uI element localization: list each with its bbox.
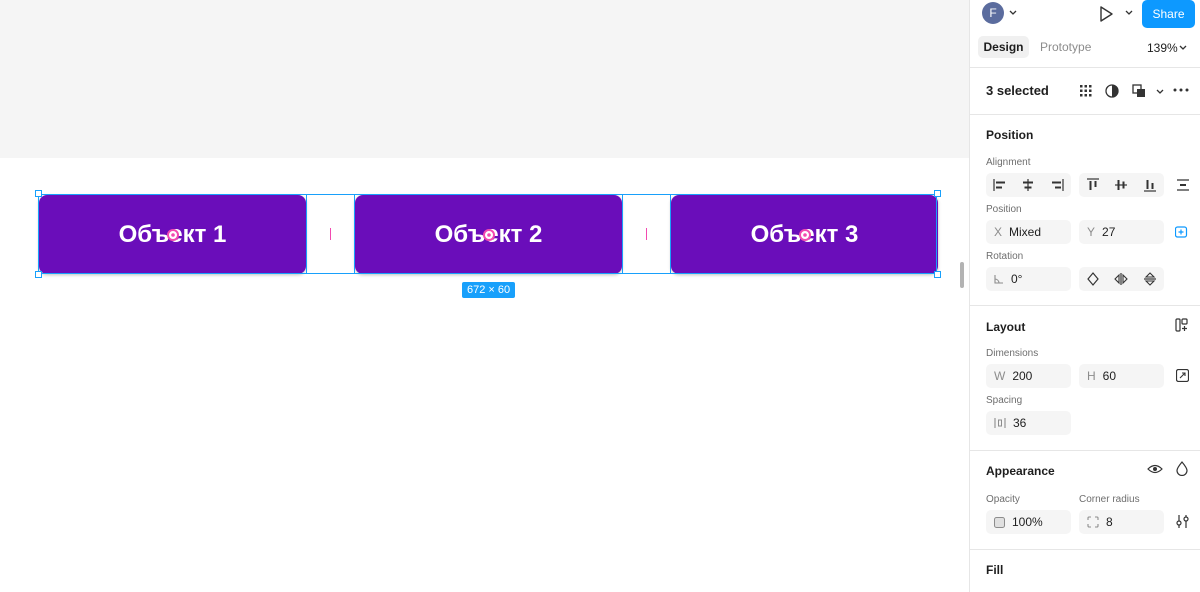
gap-guide [354, 194, 355, 274]
properties-panel: F Share Design Prototype 139% 3 selected… [969, 0, 1200, 592]
more-options-icon[interactable] [1173, 88, 1189, 92]
canvas[interactable]: Объект 1 Объект 2 Объект 3 672 × 60 [0, 0, 969, 592]
tab-prototype[interactable]: Prototype [1040, 40, 1092, 54]
align-vertical-center-icon[interactable] [1115, 178, 1128, 192]
spacing-value: 36 [1013, 416, 1027, 430]
h-prefix: H [1087, 369, 1096, 383]
selection-box[interactable] [38, 194, 937, 274]
eye-icon[interactable] [1147, 463, 1163, 475]
independent-corners-icon[interactable] [1176, 515, 1189, 528]
align-horizontal-center-icon[interactable] [1021, 179, 1035, 191]
resize-to-fit-icon[interactable] [1176, 369, 1189, 382]
avatar[interactable]: F [982, 2, 1004, 24]
fill-section-title: Fill [986, 563, 1004, 577]
auto-layout-icon[interactable] [1175, 318, 1189, 332]
cursor-marker-icon [799, 229, 811, 241]
horizontal-alignment-group [986, 173, 1071, 197]
gap-guide [306, 194, 307, 274]
corner-radius-icon [1087, 516, 1099, 528]
opacity-field[interactable]: 100% [986, 510, 1071, 534]
spacing-field[interactable]: 36 [986, 411, 1071, 435]
opacity-label: Opacity [986, 494, 1020, 505]
mask-icon[interactable] [1104, 83, 1120, 99]
component-grid-icon[interactable] [1079, 84, 1093, 98]
position-section-title: Position [986, 128, 1034, 142]
chevron-down-icon[interactable] [1156, 89, 1164, 95]
y-position-field[interactable]: Y 27 [1079, 220, 1164, 244]
divider [970, 67, 1200, 68]
spacing-handle[interactable] [646, 228, 647, 240]
spacing-label: Spacing [986, 395, 1023, 406]
angle-icon [994, 275, 1003, 284]
tab-design[interactable]: Design [978, 36, 1029, 58]
opacity-value: 100% [1012, 515, 1043, 529]
width-value: 200 [1012, 369, 1033, 383]
rotation-label: Rotation [986, 251, 1024, 262]
width-field[interactable]: W 200 [986, 364, 1071, 388]
layout-section-title: Layout [986, 320, 1026, 334]
flip-horizontal-icon[interactable] [1114, 273, 1129, 285]
cursor-marker-icon [483, 229, 495, 241]
appearance-section-title: Appearance [986, 464, 1055, 478]
align-left-icon[interactable] [993, 179, 1007, 191]
corner-radius-label: Corner radius [1079, 494, 1140, 505]
corner-radius-value: 8 [1106, 515, 1113, 529]
resize-handle-bottom-right[interactable] [934, 271, 941, 278]
align-bottom-icon[interactable] [1143, 178, 1156, 192]
constraints-icon[interactable] [1175, 225, 1189, 239]
gap-guide [670, 194, 671, 274]
alignment-label: Alignment [986, 157, 1031, 168]
x-value: Mixed [1009, 225, 1042, 239]
blend-mode-icon[interactable] [1176, 461, 1188, 476]
object-2[interactable]: Объект 2 [355, 195, 622, 274]
zoom-level[interactable]: 139% [1147, 41, 1178, 55]
height-field[interactable]: H 60 [1079, 364, 1164, 388]
flip-vertical-icon[interactable] [1144, 272, 1157, 286]
y-prefix: Y [1087, 225, 1096, 239]
chevron-down-icon[interactable] [1125, 10, 1133, 16]
chevron-down-icon[interactable] [1009, 10, 1017, 16]
canvas-background-top [0, 0, 969, 158]
share-button[interactable]: Share [1142, 0, 1195, 28]
dimensions-label: Dimensions [986, 348, 1039, 359]
play-icon[interactable] [1099, 6, 1113, 22]
w-prefix: W [994, 369, 1006, 383]
y-value: 27 [1102, 225, 1116, 239]
position-label: Position [986, 204, 1022, 215]
corner-radius-field[interactable]: 8 [1079, 510, 1164, 534]
selection-count: 3 selected [986, 83, 1049, 98]
x-position-field[interactable]: X Mixed [986, 220, 1071, 244]
distribute-icon[interactable] [1177, 179, 1189, 191]
align-right-icon[interactable] [1050, 179, 1064, 191]
resize-handle-top-left[interactable] [35, 190, 42, 197]
rotation-value: 0° [1011, 272, 1023, 286]
boolean-union-icon[interactable] [1132, 84, 1146, 98]
height-value: 60 [1102, 369, 1117, 383]
dimension-badge: 672 × 60 [462, 282, 516, 298]
spacing-icon [994, 418, 1006, 428]
gap-guide [622, 194, 623, 274]
divider [970, 549, 1200, 550]
chevron-down-icon[interactable] [1179, 45, 1187, 51]
opacity-icon [994, 516, 1005, 528]
transform-group [1079, 267, 1164, 291]
vertical-alignment-group [1079, 173, 1164, 197]
resize-handle-bottom-left[interactable] [35, 271, 42, 278]
canvas-scrollbar[interactable] [960, 262, 964, 288]
cursor-marker-icon [167, 229, 179, 241]
x-prefix: X [994, 225, 1003, 239]
align-top-icon[interactable] [1087, 178, 1100, 192]
resize-handle-top-right[interactable] [934, 190, 941, 197]
spacing-handle[interactable] [330, 228, 331, 240]
rotation-field[interactable]: 0° [986, 267, 1071, 291]
divider [970, 450, 1200, 451]
divider [970, 305, 1200, 306]
divider [970, 114, 1200, 115]
rotate-90-icon[interactable] [1087, 272, 1099, 286]
